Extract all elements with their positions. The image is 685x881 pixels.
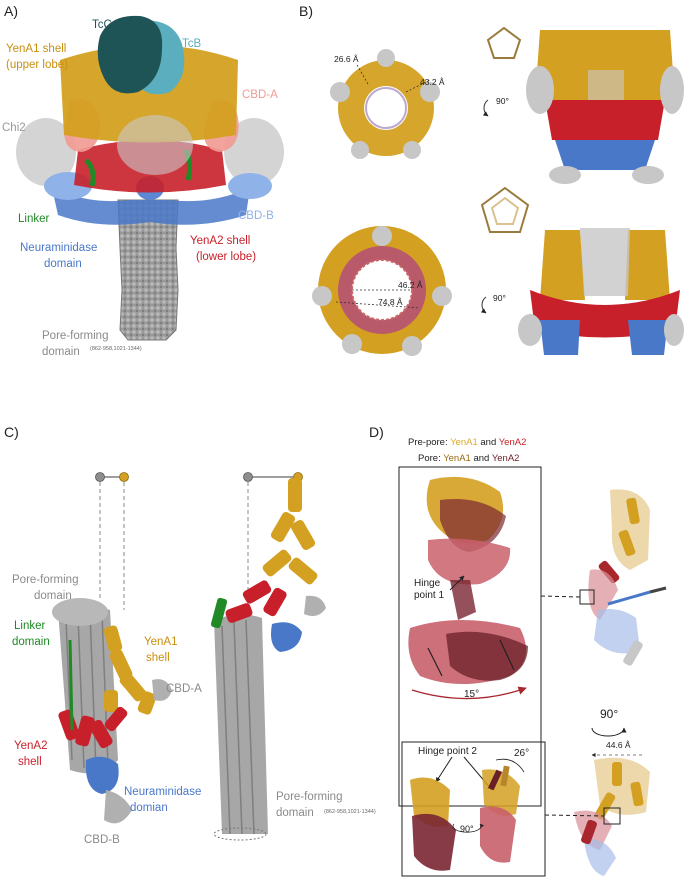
- top-view-upper: 26.6 Å 43.2 Å: [330, 49, 445, 159]
- top-view-lower: 46.2 Å 74.8 Å: [312, 226, 452, 356]
- pore-structure-d-top: [540, 489, 667, 666]
- measure-26-6: 26.6 Å: [334, 54, 359, 64]
- angle-26: 26°: [514, 748, 529, 759]
- panel-c-label: C): [4, 424, 19, 440]
- c-label-pore2-residues: (862-958,1021-1344): [324, 809, 376, 815]
- c-label-neuraminidase: Neuraminidase: [124, 786, 201, 798]
- inset-box-2: [401, 741, 546, 877]
- hinge-2-arrow-a-icon: [435, 756, 453, 783]
- panel-c: C): [4, 424, 376, 846]
- c-label-cbd-b: CBD-B: [84, 834, 120, 846]
- pentagon-icon: [486, 26, 522, 59]
- c-label-pore2: Pore-forming: [276, 791, 342, 803]
- inset-box-1: [398, 466, 542, 807]
- label-chi2: Chi2: [2, 122, 26, 134]
- cbd-b-right: [228, 173, 272, 199]
- rotation-15-arrow-icon: [411, 686, 527, 700]
- rotation-90-small: 90°: [460, 824, 474, 834]
- label-yena2-lobe: (lower lobe): [196, 251, 256, 263]
- panel-b: B) 26.6 Å 43.2 Å 90°: [299, 3, 684, 356]
- rotation-90-lower: 90°: [493, 293, 506, 303]
- rotation-90-upper: 90°: [496, 96, 509, 106]
- angle-26-arc-icon: [495, 758, 525, 773]
- label-pore-domain: domain: [42, 346, 80, 358]
- inset-2-structures: [410, 765, 520, 871]
- label-tcc: TcC: [92, 19, 112, 31]
- c-label-yena2-shell: shell: [18, 756, 42, 768]
- pore-forming-stalk: [117, 199, 179, 341]
- panel-b-label: B): [299, 3, 313, 19]
- prepore-structure: [52, 598, 172, 824]
- panel-d: D) Pre-pore: YenA1 and YenA2 Pore: YenA1…: [369, 424, 667, 877]
- chi2-left: [16, 118, 76, 186]
- c-label-linker: Linker: [14, 620, 45, 632]
- chi2-right: [224, 118, 284, 186]
- measure-43-2: 43.2 Å: [420, 77, 445, 87]
- rotate-90-arrow-icon: [591, 727, 627, 737]
- legend-pore: Pore: YenA1 and YenA2: [418, 453, 519, 464]
- side-view-lower: [518, 228, 684, 355]
- pore-structure-d-bottom: [544, 757, 650, 876]
- panel-a: A) TcC TcB YenA1 shell (upper lobe): [2, 3, 284, 358]
- nested-pentagon-icon: [480, 186, 530, 233]
- panel-d-label: D): [369, 424, 384, 440]
- hinge-1-label: Hinge: [414, 578, 441, 589]
- center-translucent: [117, 115, 193, 175]
- label-neuraminidase-domain: domain: [44, 258, 82, 270]
- hinge-1-sub: point 1: [414, 590, 444, 601]
- label-yena2-shell: YenA2 shell: [190, 235, 250, 247]
- label-pore-forming: Pore-forming: [42, 330, 108, 342]
- label-linker: Linker: [18, 213, 49, 225]
- c-label-neur-domian: domian: [130, 802, 168, 814]
- distance-44-6: 44.6 Å: [606, 740, 631, 750]
- c-label-cbd-a: CBD-A: [166, 683, 202, 695]
- label-yena1-shell: YenA1 shell: [6, 43, 66, 55]
- neuraminidase-ring: [52, 188, 250, 225]
- hinge-1-arrow-icon: [449, 575, 465, 591]
- pore-yena1-connector-left: [95, 472, 129, 610]
- pore-yena1-connector-right: [243, 472, 303, 590]
- c-label-pore-domain: domain: [34, 590, 72, 602]
- rotate-arrow-lower-icon: [480, 296, 487, 314]
- panel-a-label: A): [4, 3, 18, 19]
- rotation-90-d: 90°: [600, 707, 618, 721]
- pore-structure: [210, 478, 326, 841]
- tcc-density: [97, 15, 163, 94]
- rotate-small-arrow-icon: [452, 823, 484, 833]
- label-yena1-lobe: (upper lobe): [6, 59, 68, 71]
- c-label-yena1-shell: shell: [146, 652, 170, 664]
- label-pore-residues: (862-958,1021-1344): [90, 346, 142, 352]
- measure-46-2: 46.2 Å: [398, 280, 423, 290]
- linker-left: [84, 158, 96, 187]
- label-tcb: TcB: [182, 38, 202, 50]
- hinge-2-label: Hinge point 2: [418, 746, 477, 757]
- c-label-yena2: YenA2: [14, 740, 47, 752]
- c-label-yena1: YenA1: [144, 636, 177, 648]
- legend-prepore: Pre-pore: YenA1 and YenA2: [408, 437, 526, 448]
- label-cbd-a: CBD-A: [242, 89, 278, 101]
- c-label-pore-forming: Pore-forming: [12, 574, 78, 586]
- label-cbd-b: CBD-B: [238, 210, 274, 222]
- angle-15: 15°: [464, 689, 479, 700]
- inset-1-structure: [408, 476, 528, 684]
- c-label-linker-domain: domain: [12, 636, 50, 648]
- side-view-upper: [526, 30, 684, 184]
- rotate-arrow-upper-icon: [482, 99, 489, 117]
- measure-74-8: 74.8 Å: [378, 297, 403, 307]
- c-label-pore2-domain: domain: [276, 807, 314, 819]
- label-neuraminidase: Neuraminidase: [20, 242, 97, 254]
